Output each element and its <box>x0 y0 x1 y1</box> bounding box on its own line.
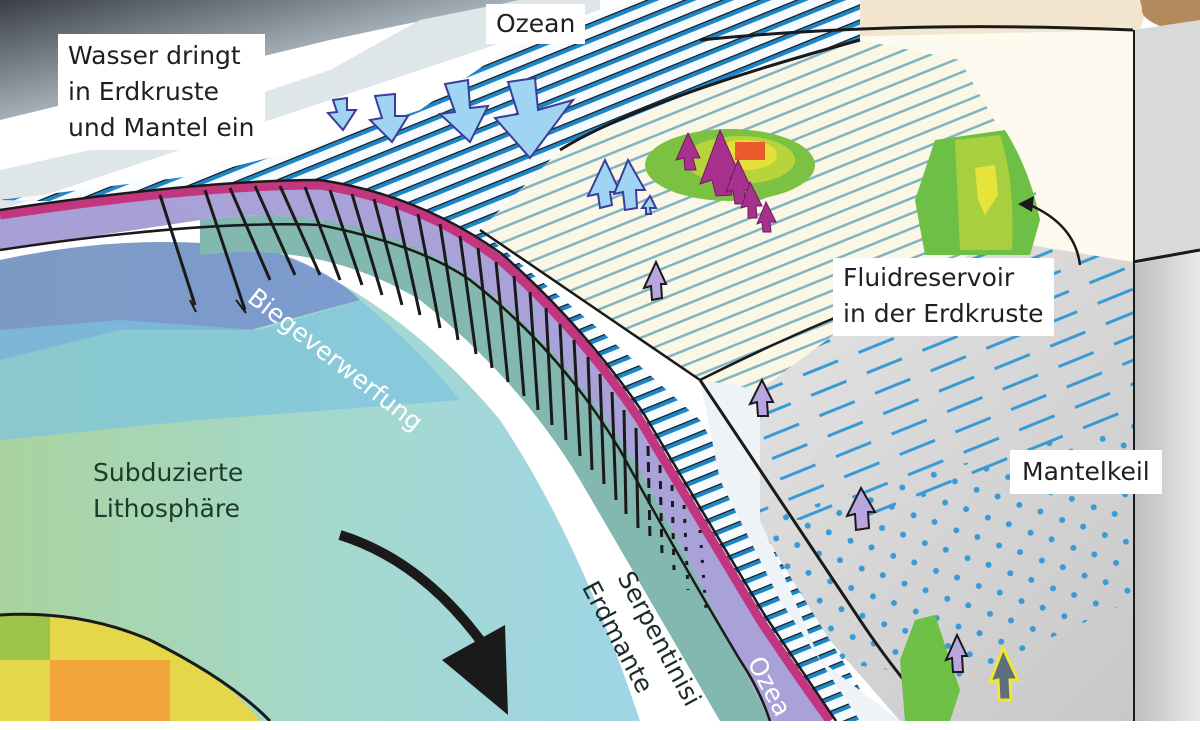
right-block-top <box>1133 20 1200 265</box>
fluid-up-purple-arrows <box>642 259 969 673</box>
label-water-penetrates: Wasser dringt in Erdkruste und Mantel ei… <box>58 34 265 150</box>
label-ocean-top: Ozean <box>486 4 586 44</box>
label-fluid-reservoir: Fluidreservoir in der Erdkruste <box>833 258 1054 336</box>
water-up-arrows <box>586 157 658 215</box>
fluid-reservoir-icon <box>915 130 1040 255</box>
yellow-outlined-arrow-icon <box>987 644 1021 702</box>
magenta-up-arrows <box>675 128 777 233</box>
hot-core-green <box>0 615 50 660</box>
reservoir-pointer-icon <box>1029 203 1082 266</box>
slab-crust <box>0 185 830 721</box>
water-down-arrows <box>325 76 576 160</box>
fluid-plume-deep <box>900 615 960 721</box>
slab-top-magenta <box>0 180 834 721</box>
ocean-layer <box>0 0 880 721</box>
overriding-crust-lines <box>480 40 1040 390</box>
hot-core-orange <box>50 660 170 721</box>
subduction-direction-arrow-icon <box>338 530 484 644</box>
label-mantle-wedge: Mantelkeil <box>1010 450 1162 494</box>
label-subducted-lithosphere: Subduzierte Lithosphäre <box>93 458 244 523</box>
ocean-slab-strip <box>700 380 900 721</box>
bending-faults <box>158 185 708 611</box>
top-left-slope <box>0 0 600 210</box>
top-left-shade <box>0 0 520 120</box>
lithosphere-cyan <box>0 300 460 440</box>
